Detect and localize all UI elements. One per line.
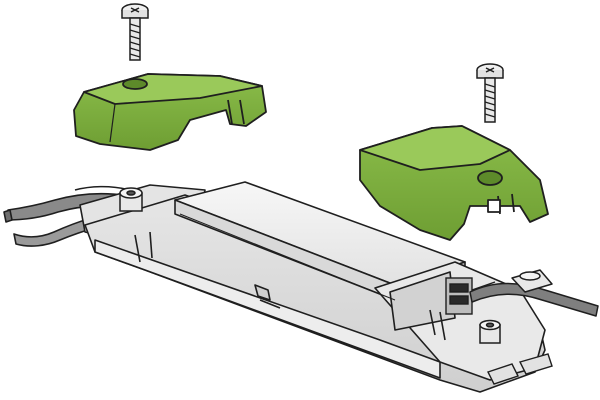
- housing-feet: [487, 353, 553, 385]
- end-cap-right: [359, 125, 549, 241]
- driver-housing: [79, 181, 546, 393]
- terminal-block: [445, 277, 496, 315]
- output-cable: [469, 269, 599, 317]
- screw-right: [476, 63, 504, 123]
- right-screw-post: [479, 319, 501, 344]
- screw-left: [121, 3, 149, 61]
- end-cap-left: [73, 73, 267, 151]
- left-screw-post: [119, 187, 143, 212]
